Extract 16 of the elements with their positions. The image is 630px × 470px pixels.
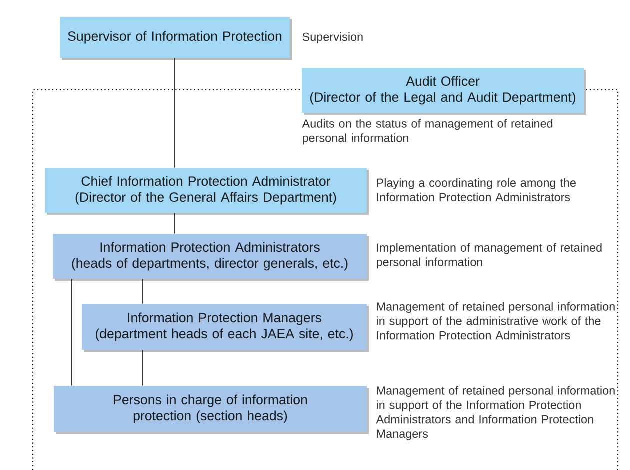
- connector-line: [174, 58, 176, 168]
- role-box: Information Protection Managers (department heads of each JAEA site, etc.): [82, 304, 369, 352]
- role-box: Chief Information Protection Administrator (Director of the General Affairs Department): [45, 168, 369, 215]
- connector-line: [174, 212, 176, 234]
- role-box: Supervisor of Information Protection: [60, 17, 292, 60]
- connector-line: [142, 278, 144, 304]
- description-text: Implementation of management of retained personal information: [377, 243, 602, 269]
- description-text: Management of retained personal information in support of the Information Protection Administrators and Information Protection Managers: [376, 386, 615, 440]
- description-text: Audits on the status of management of retained personal information: [302, 119, 553, 145]
- role-box: Audit Officer (Director of the Legal and Audit Department): [302, 68, 586, 115]
- role-box: Information Protection Administrators (heads of departments, director generals, etc.): [53, 234, 369, 281]
- description-text: Supervision: [302, 32, 363, 44]
- connector-line: [142, 350, 144, 386]
- description-text: Playing a coordinating role among the Information Protection Administrators: [377, 178, 576, 202]
- description-text: Management of retained personal information in support of the administrative work of the Information Protection Administrators: [377, 302, 615, 340]
- role-box: Persons in charge of information protection (section heads): [54, 386, 369, 434]
